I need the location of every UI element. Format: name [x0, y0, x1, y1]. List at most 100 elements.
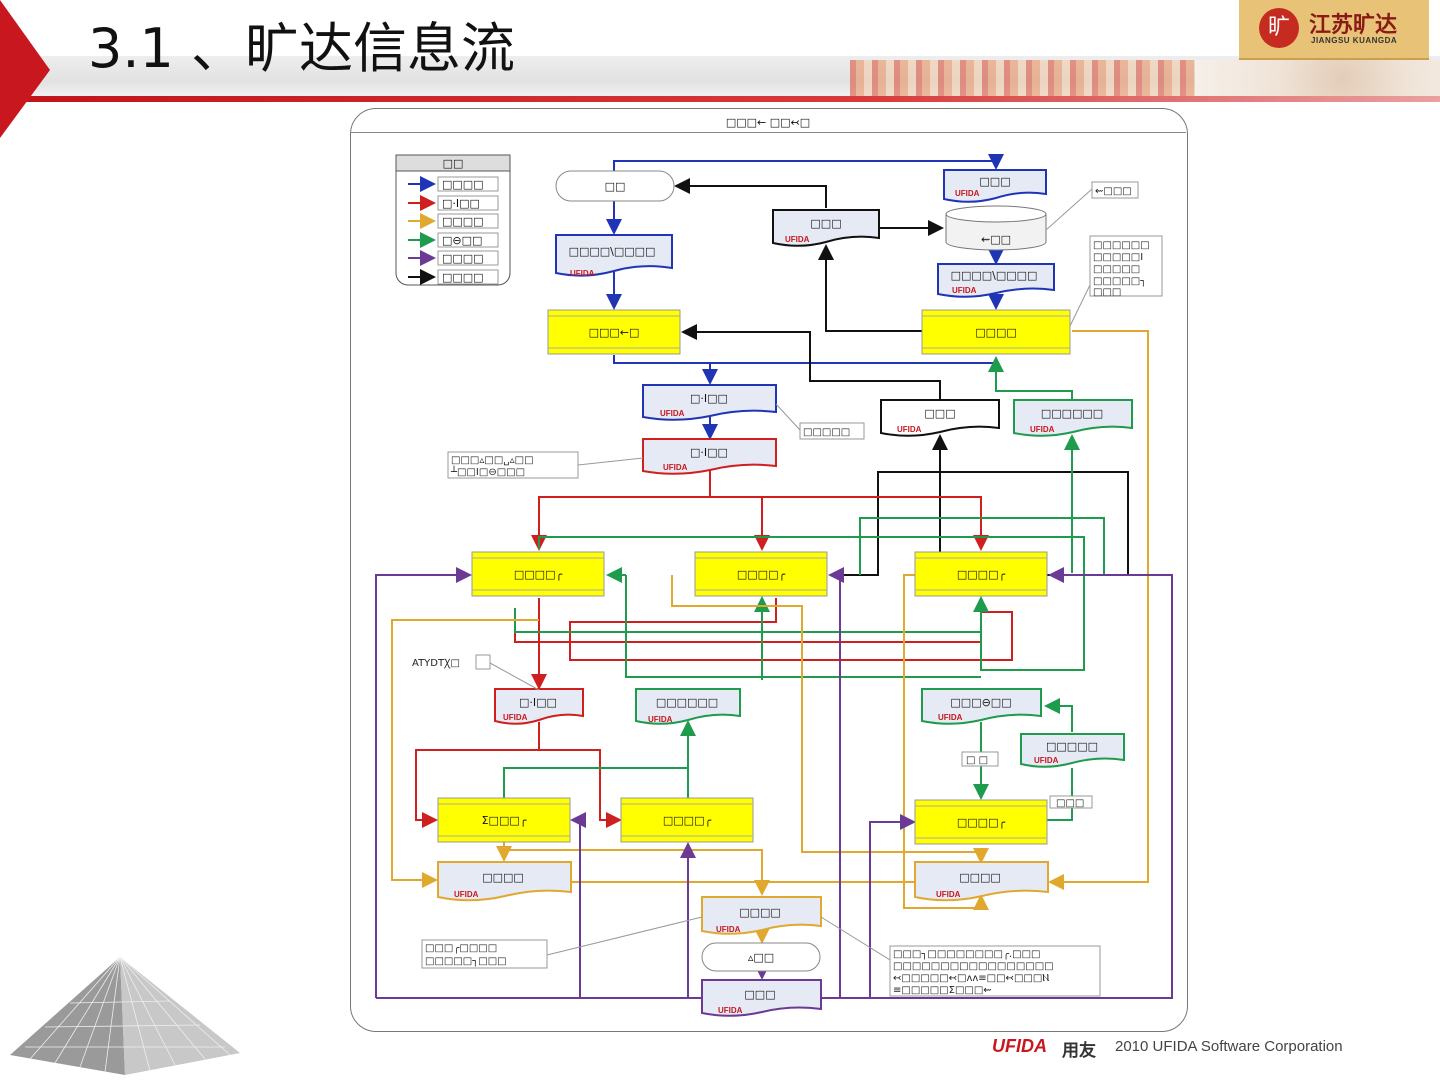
note-bottom-left-2: □□□□□┐□□□	[425, 956, 507, 967]
note-atydt: ATYDTꞳ□	[412, 658, 460, 669]
process-workshop-2: □□□□╭	[695, 552, 827, 596]
doc-green-top: □□□□□□ UFIDA	[1014, 400, 1132, 436]
note-mid-small: □ □	[966, 755, 988, 766]
node-database: ⇜□□	[946, 206, 1046, 250]
svg-text:□□□: □□□	[810, 217, 841, 230]
svg-text:UFIDA: UFIDA	[897, 425, 922, 434]
svg-text:□·I□□: □·I□□	[690, 392, 728, 405]
note-plan-3: □□□□□	[1093, 264, 1140, 275]
doc-green-right: □□□⊖□□ UFIDA	[922, 689, 1041, 724]
footer-copyright: 2010 UFIDA Software Corporation	[1115, 1038, 1343, 1055]
doc-top-right: □□□ UFIDA	[944, 170, 1046, 202]
doc-order-3: □·I□□ UFIDA	[495, 689, 583, 724]
note-right-small: □□□	[1056, 798, 1084, 809]
svg-text:□·I□□: □·I□□	[690, 446, 728, 459]
svg-text:UFIDA: UFIDA	[952, 286, 977, 295]
terminal-bottom: ▵□□	[702, 943, 820, 971]
svg-text:UFIDA: UFIDA	[936, 890, 961, 899]
legend-item-6: □□□□	[442, 271, 484, 284]
svg-text:□□□□: □□□□	[482, 871, 524, 884]
note-plan-2: □□□□□I	[1093, 252, 1143, 263]
svg-text:□□□□╭: □□□□╭	[663, 814, 712, 827]
svg-text:UFIDA: UFIDA	[454, 890, 479, 899]
svg-text:□□□: □□□	[744, 988, 775, 1001]
node-customer: □□	[556, 171, 674, 201]
legend-item-4: □⊖□□	[442, 234, 482, 247]
note-left-1: □□□▵□□␣▵□□	[451, 455, 534, 466]
doc-order-2: □·I□□ UFIDA	[643, 439, 776, 474]
svg-text:□□□□□□: □□□□□□	[1041, 407, 1103, 420]
doc-mid-black: □□□ UFIDA	[773, 210, 879, 246]
svg-text:UFIDA: UFIDA	[938, 713, 963, 722]
legend-item-3: □□□□	[442, 215, 484, 228]
svg-text:UFIDA: UFIDA	[1034, 756, 1059, 765]
process-lower-3: □□□□╭	[915, 800, 1047, 844]
legend-title: □□	[443, 157, 464, 170]
svg-text:□□□□╭: □□□□╭	[957, 816, 1006, 829]
note-db: ⇜□□□	[1095, 186, 1132, 197]
note-plan-1: □□□□□□	[1093, 240, 1150, 251]
svg-text:□·I□□: □·I□□	[519, 696, 557, 709]
svg-text:Ʃ□□□╭: Ʃ□□□╭	[482, 814, 527, 827]
note-red: □□□□□	[803, 427, 850, 438]
doc-yellow-2: □□□□ UFIDA	[915, 862, 1048, 900]
svg-text:□□□□\□□□□: □□□□\□□□□	[951, 269, 1038, 282]
svg-text:UFIDA: UFIDA	[785, 235, 810, 244]
svg-text:▵□□: ▵□□	[748, 951, 774, 964]
svg-text:□□: □□	[605, 180, 626, 193]
svg-text:UFIDA: UFIDA	[1030, 425, 1055, 434]
svg-text:□□□: □□□	[979, 175, 1010, 188]
process-workshop-1: □□□□╭	[472, 552, 604, 596]
note-plan-4: □□□□□┐	[1093, 276, 1146, 287]
svg-text:UFIDA: UFIDA	[663, 463, 688, 472]
svg-text:□□□□╭: □□□□╭	[957, 568, 1006, 581]
doc-purple: □□□ UFIDA	[702, 980, 821, 1016]
svg-text:⇜□□: ⇜□□	[981, 233, 1011, 246]
doc-order-1: □·I□□ UFIDA	[643, 385, 776, 420]
svg-text:UFIDA: UFIDA	[503, 713, 528, 722]
svg-text:UFIDA: UFIDA	[716, 925, 741, 934]
frame-title: □□□← □□↢□	[726, 116, 810, 129]
svg-text:UFIDA: UFIDA	[718, 1006, 743, 1015]
note-plan-5: □□□	[1093, 287, 1121, 298]
legend-item-5: □□□□	[442, 252, 484, 265]
svg-text:□□□□: □□□□	[739, 906, 781, 919]
note-left-2: ┴□□I□⊖□□□	[450, 465, 525, 478]
svg-text:□□□□╭: □□□□╭	[514, 568, 563, 581]
doc-yellow-3: □□□□ UFIDA	[702, 897, 821, 934]
svg-text:□□□□□: □□□□□	[1046, 740, 1098, 753]
note-bottom-right-2: □□□□□□□□□□□□□□□□□	[893, 961, 1054, 972]
svg-text:□□□⊖□□: □□□⊖□□	[950, 696, 1011, 709]
pyramid-decoration	[10, 955, 240, 1080]
svg-text:□□□□╭: □□□□╭	[737, 568, 786, 581]
doc-yellow-1: □□□□ UFIDA	[438, 862, 571, 900]
process-lower-2: □□□□╭	[621, 798, 753, 842]
process-plan: □□□□	[922, 310, 1070, 354]
note-bottom-right-3: ↢□□□□□↢□ʌʌ≡□□↢□□□Ⲛ	[893, 973, 1049, 984]
legend-item-1: □□□□	[442, 178, 484, 191]
svg-text:UFIDA: UFIDA	[660, 409, 685, 418]
note-bottom-left-1: □□□╭□□□□	[425, 943, 497, 954]
doc-left-order: □□□□\□□□□ UFIDA	[556, 235, 672, 278]
footer-brand-cn: 用友	[1062, 1036, 1096, 1061]
svg-text:□□□: □□□	[924, 407, 955, 420]
svg-text:UFIDA: UFIDA	[955, 189, 980, 198]
svg-text:UFIDA: UFIDA	[648, 715, 673, 724]
process-workshop-3: □□□□╭	[915, 552, 1047, 596]
svg-text:□□□□\□□□□: □□□□\□□□□	[569, 245, 656, 258]
doc-right-order: □□□□\□□□□ UFIDA	[938, 264, 1054, 297]
note-bottom-right-1: □□□┐□□□□□□□□╭.□□□	[893, 949, 1041, 960]
process-sales: □□□←□	[548, 310, 680, 354]
svg-text:□□□□: □□□□	[959, 871, 1001, 884]
doc-green-mid: □□□□□□ UFIDA	[636, 689, 740, 724]
svg-text:UFIDA: UFIDA	[570, 269, 595, 278]
note-bottom-right-4: ≡□□□□□Ʃ□□□⇜	[893, 985, 992, 996]
process-lower-1: Ʃ□□□╭	[438, 798, 570, 842]
doc-black-mid: □□□ UFIDA	[881, 400, 999, 436]
svg-text:□□□←□: □□□←□	[589, 326, 640, 339]
footer-brand: UFIDA	[992, 1036, 1047, 1057]
svg-text:□□□□: □□□□	[975, 326, 1017, 339]
legend-item-2: □·I□□	[442, 197, 480, 210]
legend: □□ □□□□ □·I□□ □□□□ □⊖□□ □□□□ □□□□	[396, 155, 510, 285]
